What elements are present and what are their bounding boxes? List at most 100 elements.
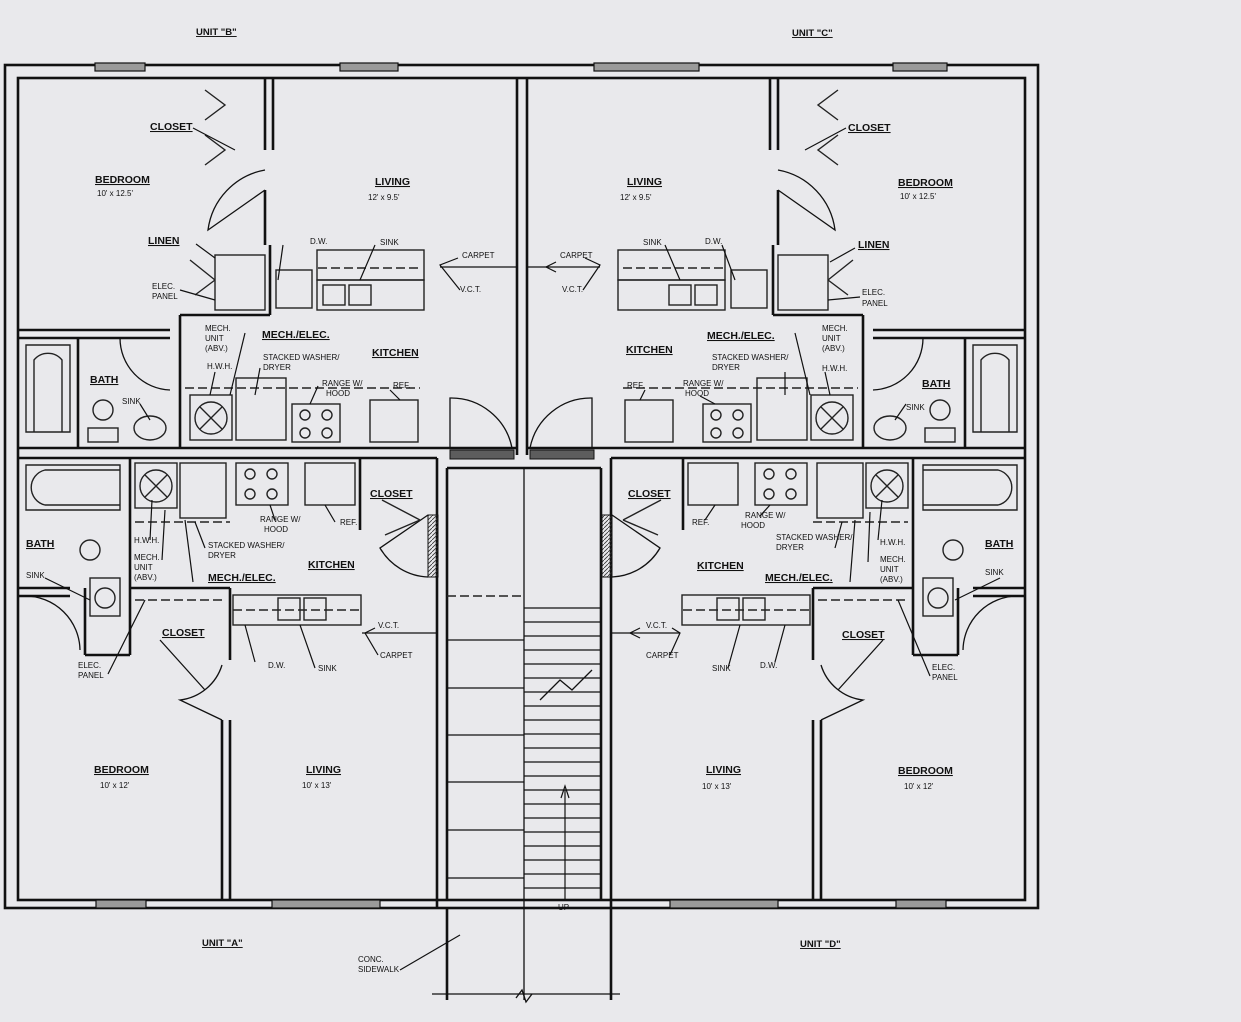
sink-note: SINK [985,568,1004,577]
stacked-note: DRYER [208,551,236,560]
sink-note: SINK [318,664,337,673]
range-note: HOOD [264,525,288,534]
range-note: RANGE W/ [745,511,786,520]
carpet-note: CARPET [560,251,593,260]
hwh-note: H.W.H. [880,538,905,547]
bath-label: BATH [922,378,950,390]
ref-note: REF. [393,381,410,390]
ref-note: REF. [340,518,357,527]
ref-note: REF. [627,381,644,390]
mech-elec-label: MECH./ELEC. [208,572,276,584]
mech-unit-note: UNIT [134,563,153,572]
unit-b-label: UNIT "B" [196,27,237,38]
elec-panel-note: ELEC. [932,663,955,672]
unit-a-label: UNIT "A" [202,938,243,949]
stacked-note: STACKED WASHER/ [263,353,340,362]
mech-unit-note: (ABV.) [822,344,845,353]
hwh-note: H.W.H. [134,536,159,545]
elec-panel-note: PANEL [862,299,888,308]
bedroom-dimension: 10' x 12' [100,781,130,790]
unit-c-label: UNIT "C" [792,28,833,39]
mech-unit-note: MECH. [822,324,848,333]
interior-walls [18,78,1025,900]
stacked-note: DRYER [712,363,740,372]
bedroom-dimension: 10' x 12' [904,782,934,791]
closet-label: CLOSET [150,121,193,133]
room-labels: CLOSET BEDROOM 10' x 12.5' LIVING 12' x … [26,121,1013,791]
sink-note: SINK [643,238,662,247]
kitchen-label: KITCHEN [697,560,744,572]
living-label: LIVING [375,176,410,188]
stacked-note: DRYER [776,543,804,552]
elec-panel-note: ELEC. [78,661,101,670]
linen-label: LINEN [858,239,890,251]
living-dimension: 10' x 13' [702,782,732,791]
interior-doors [24,169,1019,721]
elec-panel-note: PANEL [152,292,178,301]
mech-unit-note: (ABV.) [134,573,157,582]
living-dimension: 10' x 13' [302,781,332,790]
range-note: RANGE W/ [683,379,724,388]
dishwasher-note: D.W. [310,237,327,246]
mech-unit-note: MECH. [880,555,906,564]
bedroom-dimension: 10' x 12.5' [900,192,936,201]
kitchen-label: KITCHEN [308,559,355,571]
sink-note: SINK [712,664,731,673]
stacked-note: STACKED WASHER/ [208,541,285,550]
elec-panel-note: ELEC. [152,282,175,291]
annotations: D.W. SINK CARPET V.C.T. ELEC. PANEL MECH… [26,127,1004,974]
range-note: HOOD [685,389,709,398]
living-dimension: 12' x 9.5' [620,193,652,202]
mech-unit-note: (ABV.) [880,575,903,584]
closet-label: CLOSET [848,122,891,134]
mech-unit-note: UNIT [822,334,841,343]
bedroom-dimension: 10' x 12.5' [97,189,133,198]
kitchen-label: KITCHEN [626,344,673,356]
bedroom-label: BEDROOM [94,764,149,776]
closet-label: CLOSET [370,488,413,500]
living-dimension: 12' x 9.5' [368,193,400,202]
mech-elec-label: MECH./ELEC. [707,330,775,342]
closet-doors [204,89,839,536]
carpet-note: CARPET [646,651,679,660]
mech-unit-note: UNIT [205,334,224,343]
dishwasher-note: D.W. [268,661,285,670]
closet-label: CLOSET [628,488,671,500]
sidewalk-note: CONC. [358,955,384,964]
unit-d-fixtures [681,462,1018,626]
unit-d-label: UNIT "D" [800,939,841,950]
mech-elec-label: MECH./ELEC. [765,572,833,584]
hwh-note: H.W.H. [207,362,232,371]
mech-unit-note: MECH. [134,553,160,562]
sink-note: SINK [122,397,141,406]
carpet-note: CARPET [462,251,495,260]
stacked-note: STACKED WASHER/ [712,353,789,362]
stacked-note: STACKED WASHER/ [776,533,853,542]
dishwasher-note: D.W. [760,661,777,670]
bath-label: BATH [26,538,54,550]
windows [94,62,948,909]
bath-label: BATH [90,374,118,386]
vct-note: V.C.T. [562,285,583,294]
bedroom-label: BEDROOM [898,765,953,777]
bedroom-label: BEDROOM [95,174,150,186]
entry-doors [379,397,661,578]
hwh-note: H.W.H. [822,364,847,373]
bedroom-label: BEDROOM [898,177,953,189]
kitchen-label: KITCHEN [372,347,419,359]
carpet-note: CARPET [380,651,413,660]
sink-note: SINK [380,238,399,247]
living-label: LIVING [706,764,741,776]
ref-note: REF. [692,518,709,527]
range-note: RANGE W/ [260,515,301,524]
unit-b-fixtures [25,249,425,443]
closet-label: CLOSET [162,627,205,639]
closet-label: CLOSET [842,629,885,641]
range-note: HOOD [326,389,350,398]
living-label: LIVING [627,176,662,188]
mech-unit-note: MECH. [205,324,231,333]
bath-label: BATH [985,538,1013,550]
vct-note: V.C.T. [460,285,481,294]
elec-panel-note: PANEL [78,671,104,680]
